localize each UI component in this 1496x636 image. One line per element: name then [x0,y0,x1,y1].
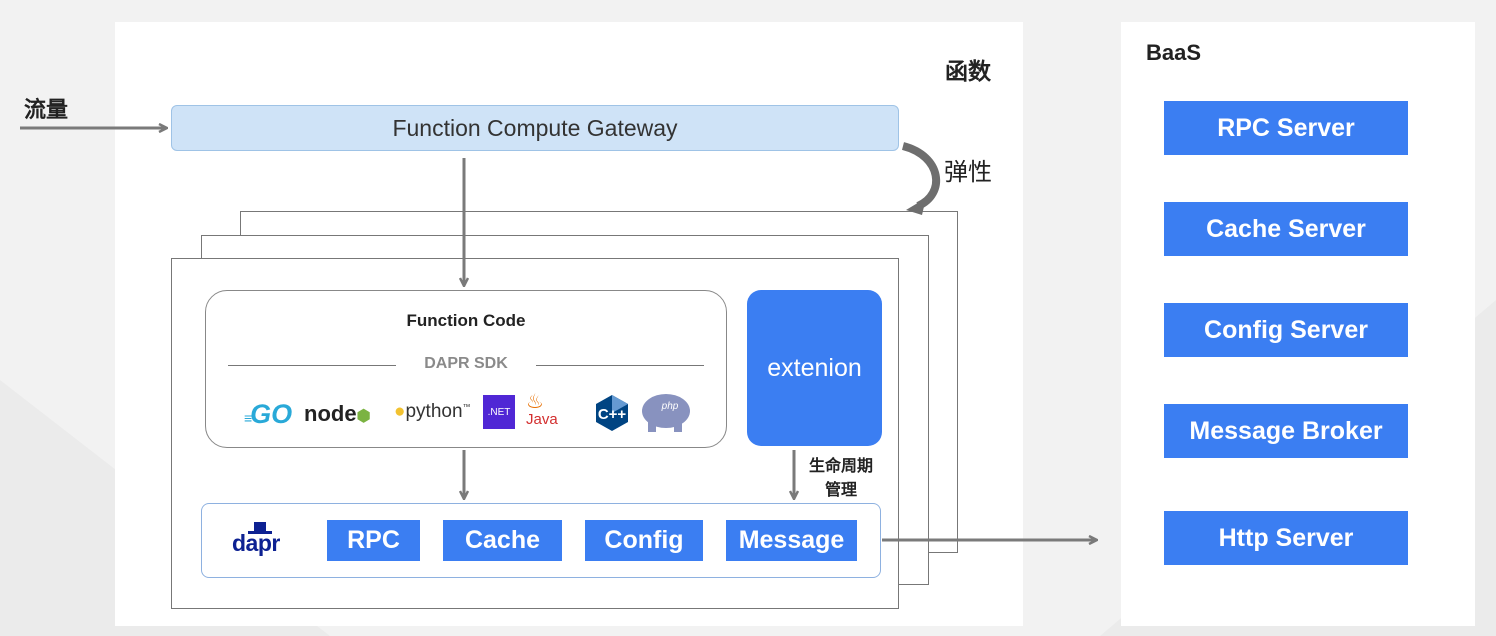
dapr-rpc-component: RPC [327,520,420,561]
elasticity-label: 弹性 [944,158,992,186]
cpp-hexagon-icon: C++ [596,395,628,431]
dapr-logo: dapr [230,522,292,558]
php-elephant-icon: php [642,394,690,432]
baas-http-server: Http Server [1164,511,1408,565]
baas-rpc-server: RPC Server [1164,101,1408,155]
node-hex-icon: ⬢ [356,408,371,425]
baas-message-broker: Message Broker [1164,404,1408,458]
dapr-message-component: Message [726,520,857,561]
go-logo: ≡GO [244,399,293,429]
cpp-logo: C++ [594,394,630,432]
sdk-divider-right [536,365,704,366]
baas-title: BaaS [1146,40,1202,65]
function-panel-title: 函数 [945,59,991,85]
java-logo: ♨Java [526,391,558,428]
lifecycle-label-line1: 生命周期 [808,456,873,475]
baas-cache-server: Cache Server [1164,202,1408,256]
svg-text:C++: C++ [598,406,627,423]
function-code-box: Function Code DAPR SDK ≡GO node⬢ ●python… [205,290,727,448]
lifecycle-label-line2: 管理 [824,480,857,499]
dapr-config-component: Config [585,520,703,561]
node-logo: node⬢ [304,401,371,426]
sdk-divider-left [228,365,396,366]
java-cup-icon: ♨ [526,391,544,413]
python-snake-icon: ● [394,401,406,422]
function-compute-gateway: Function Compute Gateway [171,105,899,151]
svg-text:php: php [661,401,679,412]
dapr-cache-component: Cache [443,520,562,561]
dotnet-logo: .NET [483,395,515,429]
traffic-label: 流量 [24,98,69,123]
php-elephant-logo: php [640,391,692,433]
function-code-title: Function Code [406,311,526,330]
lifecycle-label: 生命周期 管理 [805,454,877,502]
baas-config-server: Config Server [1164,303,1408,357]
python-logo: ●python™ [394,401,471,422]
dapr-hat-icon [248,522,272,534]
extension-box: extenion [747,290,882,446]
go-speed-lines-icon: ≡ [244,410,252,426]
dapr-sdk-label: DAPR SDK [424,355,508,372]
